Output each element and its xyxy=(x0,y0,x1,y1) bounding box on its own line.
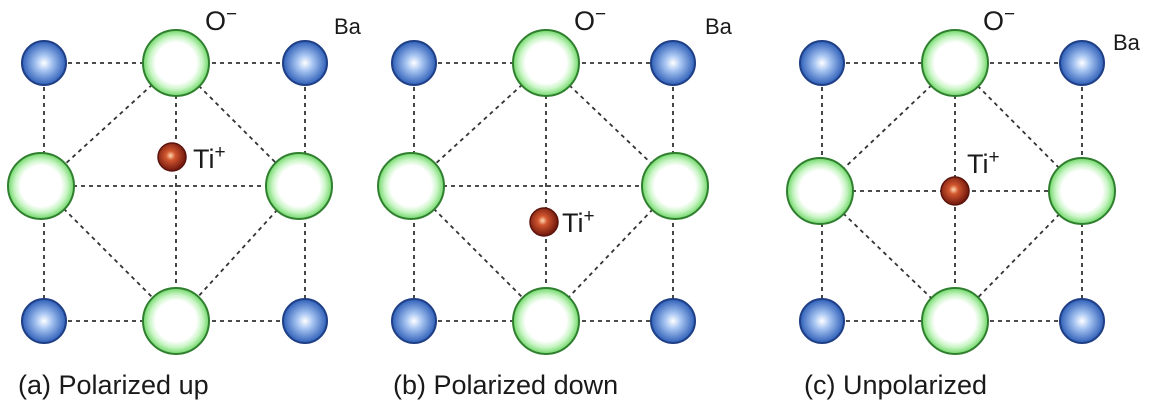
oxygen-label: O− xyxy=(205,4,237,36)
barium-atom xyxy=(650,40,696,86)
oxygen-atom xyxy=(512,287,580,355)
bond-lines xyxy=(40,62,306,322)
barium-label: Ba xyxy=(1113,30,1141,55)
barium-label: Ba xyxy=(705,14,733,39)
panel-a: O− Ba Ti+ (a) Polarized up xyxy=(7,4,362,400)
titanium-label: Ti+ xyxy=(967,147,1000,179)
oxygen-label: O− xyxy=(574,4,606,36)
oxygen-atom xyxy=(921,287,989,355)
oxygen-atom xyxy=(377,152,445,220)
panel-caption: (b) Polarized down xyxy=(393,370,618,400)
oxygen-atom xyxy=(786,157,854,225)
panel-caption: (a) Polarized up xyxy=(18,370,209,400)
barium-atom xyxy=(282,298,328,344)
barium-atom xyxy=(391,40,437,86)
titanium-atom xyxy=(157,142,187,172)
barium-atom xyxy=(282,40,328,86)
oxygen-atom xyxy=(142,29,210,97)
oxygen-atom xyxy=(512,29,580,97)
panel-b: O− Ba Ti+ (b) Polarized down xyxy=(377,4,733,400)
barium-atom xyxy=(650,298,696,344)
oxygen-atom xyxy=(641,152,709,220)
barium-atom xyxy=(799,40,845,86)
barium-atom xyxy=(21,40,67,86)
barium-atom xyxy=(21,298,67,344)
panel-c: O− Ba Ti+ (c) Unpolarized xyxy=(786,4,1141,400)
oxygen-atom xyxy=(921,29,989,97)
barium-atom xyxy=(1059,40,1105,86)
panel-caption: (c) Unpolarized xyxy=(804,370,987,400)
oxygen-label: O− xyxy=(983,4,1015,36)
barium-atom xyxy=(391,298,437,344)
titanium-label: Ti+ xyxy=(562,206,595,238)
oxygen-atom xyxy=(1048,157,1116,225)
oxygen-atom xyxy=(265,152,333,220)
bond-lines xyxy=(410,62,676,322)
titanium-atom xyxy=(940,176,970,206)
barium-label: Ba xyxy=(334,14,362,39)
oxygen-atom xyxy=(7,152,75,220)
oxygen-atom xyxy=(142,287,210,355)
barium-atom xyxy=(799,298,845,344)
barium-atom xyxy=(1059,298,1105,344)
titanium-atom xyxy=(529,207,559,237)
titanium-label: Ti+ xyxy=(193,142,226,174)
